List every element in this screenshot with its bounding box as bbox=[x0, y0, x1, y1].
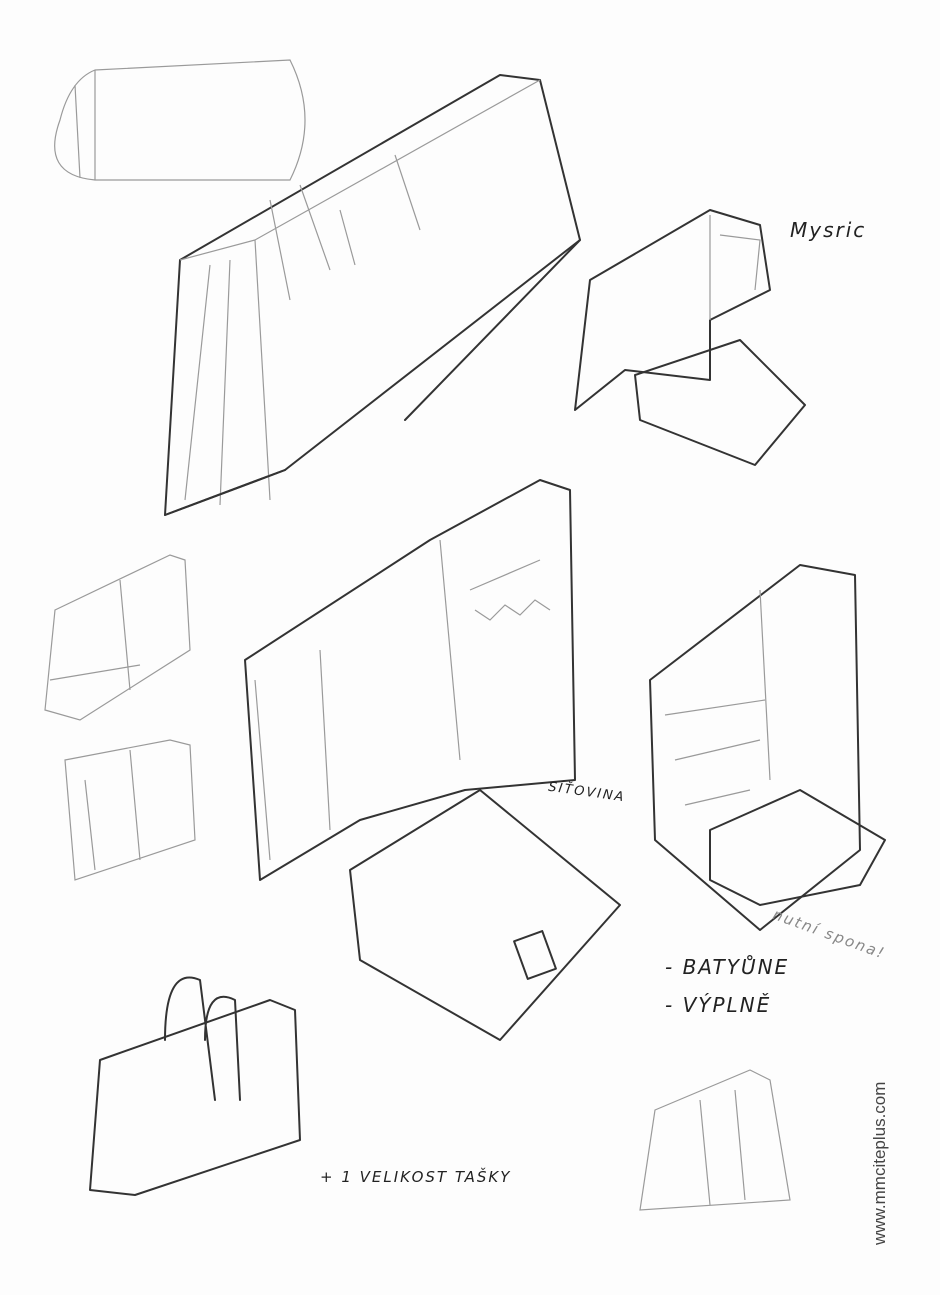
sketch-pouch bbox=[54, 59, 306, 181]
list-item-vyplne: - VÝPLNĚ bbox=[665, 993, 772, 1017]
sketch-small-bags-left bbox=[44, 554, 196, 881]
sketch-open-bag-small bbox=[574, 209, 806, 466]
magnet-note: Mysric bbox=[790, 218, 867, 242]
sketch-bag-bottom-right bbox=[639, 1069, 791, 1211]
sketch-open-bag-large bbox=[244, 479, 621, 1041]
list-item-batyune: - BATYŮNE bbox=[665, 955, 790, 979]
size-note: + 1 VELIKOST TAŠKY bbox=[320, 1168, 512, 1186]
sketch-pocket-bag bbox=[649, 564, 886, 931]
website-url: www.mmciteplus.com bbox=[870, 1081, 889, 1245]
sketch-long-bag bbox=[164, 74, 581, 516]
sketch-handle-bag bbox=[89, 976, 301, 1196]
